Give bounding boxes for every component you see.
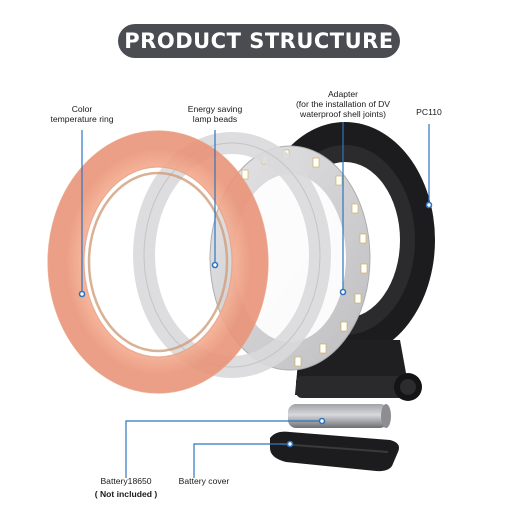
color-ring-label-line1: Color xyxy=(71,104,93,114)
adapter-label-line1: Adapter xyxy=(327,89,359,99)
battery-note-text: ( Not included ) xyxy=(94,489,158,499)
battery-cover-label-text: Battery cover xyxy=(178,476,230,486)
leader-lines xyxy=(81,122,430,478)
color-ring-label-line2: temperature ring xyxy=(50,114,114,124)
battery-label: Battery18650 ( Not included ) xyxy=(90,476,162,499)
battery-18650 xyxy=(288,404,391,428)
battery-cover xyxy=(270,431,399,472)
color-ring-label: Color temperature ring xyxy=(42,104,122,124)
adapter-label-line3: waterproof shell joints) xyxy=(300,109,386,119)
lamp-beads-label-line2: lamp beads xyxy=(192,114,238,124)
lamp-beads-label-line1: Energy saving xyxy=(187,104,243,114)
diffuser-ring xyxy=(133,132,331,378)
pc110-label: PC110 xyxy=(406,107,452,117)
page-title: PRODUCT STRUCTURE xyxy=(124,29,394,53)
pc110-label-text: PC110 xyxy=(416,107,442,117)
title-banner: PRODUCT STRUCTURE xyxy=(118,24,400,58)
leader-dots xyxy=(78,201,433,448)
battery-label-text: Battery18650 xyxy=(100,476,152,486)
color-temperature-ring xyxy=(47,130,269,394)
adapter-label: Adapter (for the installation of DV wate… xyxy=(282,89,404,119)
battery-cover-label: Battery cover xyxy=(166,476,242,486)
adapter-label-line2: (for the installation of DV xyxy=(295,99,391,109)
lamp-beads-label: Energy saving lamp beads xyxy=(172,104,258,124)
